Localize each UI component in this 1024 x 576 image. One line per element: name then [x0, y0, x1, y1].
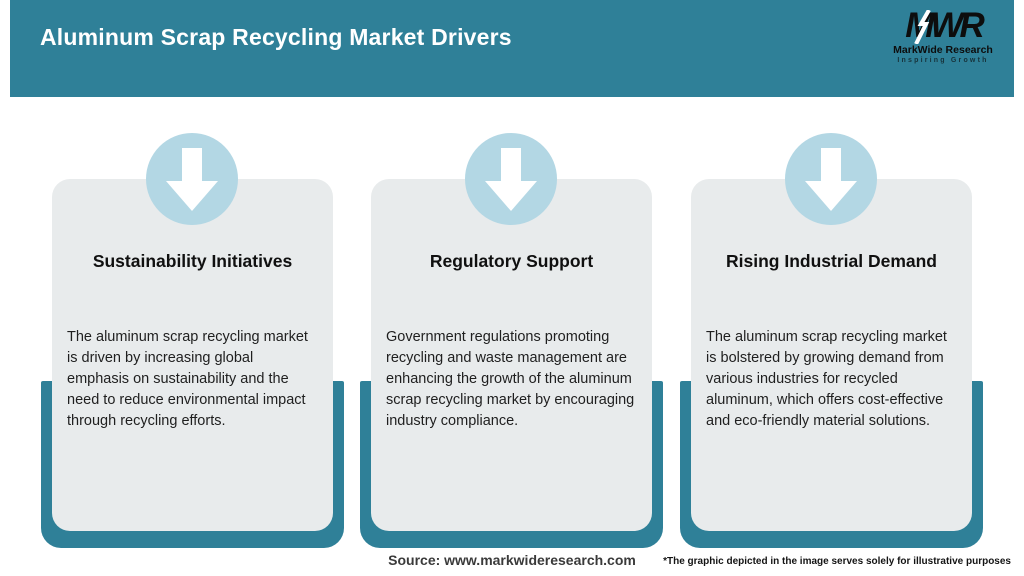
down-arrow-badge	[785, 133, 877, 225]
lightning-bolt-icon	[914, 9, 932, 49]
card-description: The aluminum scrap recycling market is d…	[67, 329, 308, 429]
mwr-logo: MWR MarkWide Research Inspiring Growth	[888, 8, 998, 65]
driver-card-sustainability: Sustainability Initiatives The aluminum …	[52, 179, 333, 531]
card-title: Sustainability Initiatives	[92, 251, 293, 271]
page-title: Aluminum Scrap Recycling Market Drivers	[40, 24, 512, 50]
down-arrow-icon	[146, 131, 238, 228]
logo-company-name: MarkWide Research	[893, 44, 993, 56]
card-description: The aluminum scrap recycling market is b…	[706, 329, 947, 429]
card-title: Regulatory Support	[429, 251, 594, 271]
down-arrow-icon	[465, 131, 557, 228]
down-arrow-badge	[465, 133, 557, 225]
down-arrow-icon	[785, 131, 877, 228]
header-bar: Aluminum Scrap Recycling Market Drivers …	[10, 0, 1014, 97]
logo-tagline: Inspiring Growth	[897, 57, 989, 64]
card-title: Rising Industrial Demand	[726, 251, 937, 271]
disclaimer-note: *The graphic depicted in the image serve…	[663, 556, 1011, 567]
driver-card-regulatory: Regulatory Support Government regulation…	[371, 179, 652, 531]
down-arrow-badge	[146, 133, 238, 225]
source-attribution: Source: www.markwideresearch.com	[388, 552, 636, 568]
driver-card-industrial-demand: Rising Industrial Demand The aluminum sc…	[691, 179, 972, 531]
card-description: Government regulations promoting recycli…	[386, 329, 635, 429]
